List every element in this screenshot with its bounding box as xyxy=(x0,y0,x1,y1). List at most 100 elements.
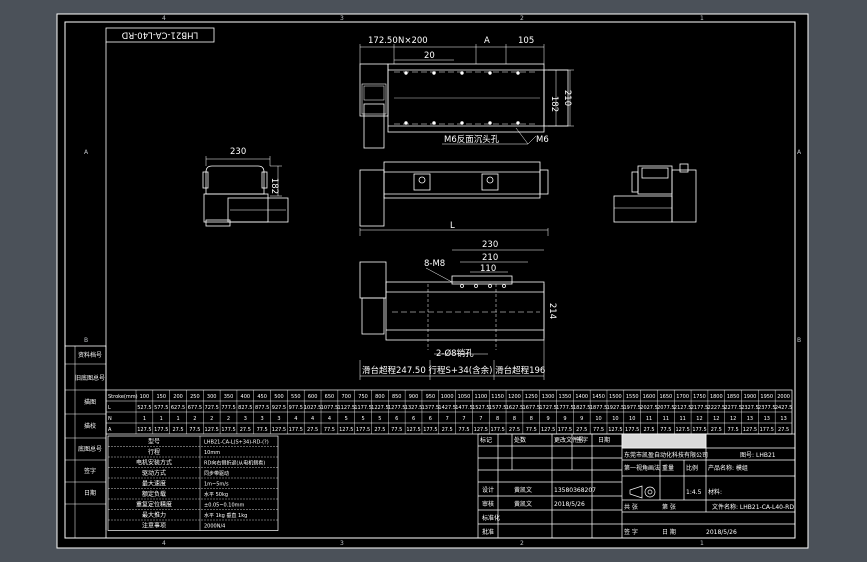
spec-table-cell: 177.5 xyxy=(356,427,370,433)
spec-table-cell: 1477.5 xyxy=(455,405,473,411)
spec-table-cell: 1450 xyxy=(592,394,605,400)
tb-sheet-no: 第 张 xyxy=(662,503,676,511)
front-view-dimensions: L xyxy=(450,221,455,231)
param-table-key: 驱动方式 xyxy=(142,469,166,477)
tb-head-count: 处数 xyxy=(514,436,526,444)
spec-table-cell: 1000 xyxy=(441,394,454,400)
spec-table-cell: 77.5 xyxy=(660,427,671,433)
spec-table-cell: 1750 xyxy=(693,394,706,400)
dim-n-times-200: N×200 xyxy=(398,36,428,46)
tb-sign-label: 签 字 xyxy=(624,528,638,536)
edge-letter-top-2: 3 xyxy=(340,15,344,22)
dim-182-end: 182 xyxy=(269,178,279,194)
spec-table-cell: 300 xyxy=(207,394,217,400)
dim-110: 110 xyxy=(480,264,496,274)
tb-scale-label: 比例 xyxy=(686,464,698,472)
note-8-m8: 8-M8 xyxy=(424,259,445,269)
dim-20: 20 xyxy=(424,51,435,61)
spec-table-cell: 127.5 xyxy=(474,427,488,433)
tb-company: 东莞市凯盈自动化科技有限公司 xyxy=(624,451,708,459)
spec-table-cell: 2000 xyxy=(777,394,790,400)
spec-table-cell: 177.5 xyxy=(154,427,168,433)
spec-table-cell: 27.5 xyxy=(240,427,251,433)
spec-table-cell: 8 xyxy=(530,416,533,422)
spec-table-cell: 2227.5 xyxy=(708,405,726,411)
sheet-inner-border xyxy=(64,21,796,539)
spec-table-cell: 1427.5 xyxy=(438,405,456,411)
tb-drawing-no: LHB21 xyxy=(756,452,776,459)
spec-table-cell: 1 xyxy=(176,416,179,422)
spec-table-cell: 2 xyxy=(210,416,213,422)
spec-table-cell: 1277.5 xyxy=(388,405,406,411)
tb-check-label: 审核 xyxy=(482,500,494,508)
spec-table-cell: 77.5 xyxy=(458,427,469,433)
bottom-view xyxy=(359,249,545,380)
dim-230-bottom: 230 xyxy=(482,240,498,250)
spec-table-cell: 2 xyxy=(227,416,230,422)
edge-zone-markers: 4 3 2 1 4 3 2 1 A B A B xyxy=(84,15,802,547)
param-table-key: 行程 xyxy=(148,448,160,456)
spec-table-cell: 127.5 xyxy=(339,427,353,433)
spec-table-cell: 7 xyxy=(462,416,465,422)
spec-table-cell: 1400 xyxy=(575,394,588,400)
param-table-key: 最大推力 xyxy=(142,511,166,519)
spec-table-cell: 1200 xyxy=(508,394,521,400)
spec-table-cell: 77.5 xyxy=(324,427,335,433)
spec-table-cell: 13 xyxy=(780,416,786,422)
param-table-value: ±0.05~0.10mm xyxy=(204,503,245,509)
spec-table-cell: 27.5 xyxy=(576,427,587,433)
param-table-border xyxy=(107,435,279,531)
label-date: 日期 xyxy=(84,489,96,497)
spec-table-cell: 127.5 xyxy=(608,427,622,433)
note-m6-counterbore: M6反面沉头孔 xyxy=(444,134,500,145)
param-table-key: 重复定位精度 xyxy=(136,501,172,509)
note-stroke-overtravel: 滑台超程247.50 行程S+34(含余) 滑台超程196 xyxy=(362,365,545,376)
tb-checker: 黄凯文 xyxy=(514,500,532,508)
spec-table-cell: 1250 xyxy=(525,394,538,400)
spec-table-cell: 127.5 xyxy=(676,427,690,433)
spec-table-cell: 177.5 xyxy=(625,427,639,433)
tb-head-mark: 标记 xyxy=(480,436,492,444)
note-m6: M6 xyxy=(536,135,549,145)
edge-letter-right-b: B xyxy=(797,337,801,344)
spec-table-cell: 127.5 xyxy=(137,427,151,433)
spec-table-cell: 1177.5 xyxy=(354,405,372,411)
spec-table-cell: 827.5 xyxy=(238,405,252,411)
spec-table-cell: N xyxy=(108,416,112,422)
model-code-text: LHB21-CA-L40-RD xyxy=(121,30,198,40)
spec-table-cell: 2 xyxy=(193,416,196,422)
spec-table-cell: 527.5 xyxy=(137,405,151,411)
spec-table-cell: 11 xyxy=(646,416,652,422)
tb-material-label: 材料: xyxy=(708,488,722,496)
label-trace-check: 描校 xyxy=(84,422,96,430)
spec-table-cell: 177.5 xyxy=(423,427,437,433)
param-table-value: 2000N/4 xyxy=(204,524,225,530)
spec-table-cell: 2177.5 xyxy=(691,405,709,411)
spec-table-cell: 950 xyxy=(426,394,436,400)
edge-letter-bottom-4: 1 xyxy=(700,540,704,547)
spec-table-cell: 877.5 xyxy=(255,405,269,411)
spec-table-cell: 3 xyxy=(277,416,280,422)
spec-table-cell: 200 xyxy=(173,394,183,400)
spec-table-cell: 1850 xyxy=(727,394,740,400)
spec-table-cell: 127.5 xyxy=(272,427,286,433)
spec-table-cell: 27.5 xyxy=(643,427,654,433)
spec-table-cell: 177.5 xyxy=(558,427,572,433)
spec-table-cell: 13 xyxy=(764,416,770,422)
spec-table-cell: 127.5 xyxy=(743,427,757,433)
spec-table-cell: 1927.5 xyxy=(607,405,625,411)
dim-105: 105 xyxy=(518,36,534,46)
spec-table-cell: 127.5 xyxy=(541,427,555,433)
spec-table-cell: 2427.5 xyxy=(775,405,793,411)
param-table-key: 最大速度 xyxy=(142,480,166,488)
edge-letter-top-1: 4 xyxy=(162,15,166,22)
tb-standard-label: 标准化 xyxy=(482,514,500,522)
tb-sheet-total: 共 张 xyxy=(624,503,638,511)
spec-table-cell: 27.5 xyxy=(374,427,385,433)
spec-table-cell: 977.5 xyxy=(289,405,303,411)
tb-date-label: 日 期 xyxy=(662,528,676,536)
spec-table-cell: 1950 xyxy=(760,394,773,400)
spec-table-cell: 1127.5 xyxy=(338,405,356,411)
spec-table-cell: 27.5 xyxy=(307,427,318,433)
